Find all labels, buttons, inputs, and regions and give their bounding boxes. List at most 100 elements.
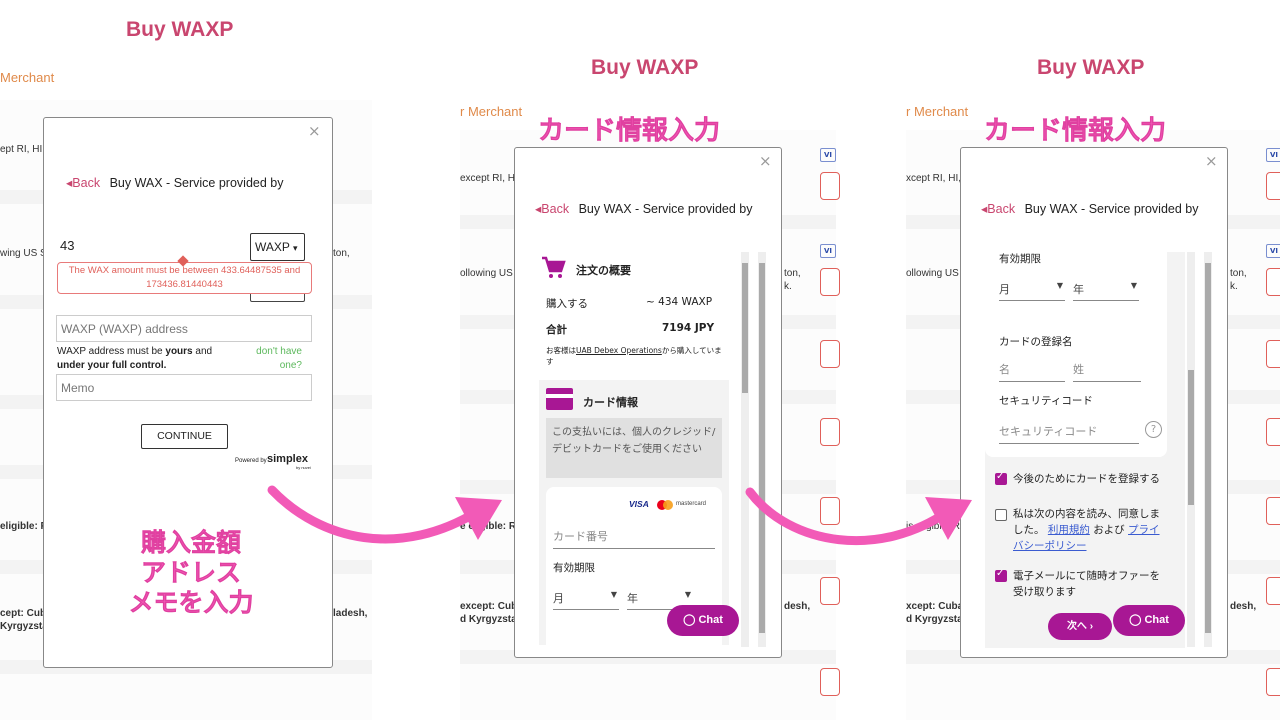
card-number-input[interactable]: カード番号 — [553, 528, 715, 549]
chat-button[interactable]: ◯ Chat — [667, 605, 739, 636]
buy-modal: × ◂Back Buy WAX - Service provided by 有効… — [960, 147, 1228, 658]
chat-icon: ◯ — [1129, 614, 1145, 626]
bg-text: ollowing US S — [906, 268, 960, 279]
continue-button[interactable]: CONTINUE — [141, 424, 228, 449]
merchant-label: r Merchant — [906, 104, 969, 119]
back-link[interactable]: ◂Back — [535, 202, 570, 216]
bg-text: eligible: Re — [0, 521, 44, 532]
bg-text: cept: Cuba, — [0, 608, 44, 619]
overlay-caption: 購入金額 アドレス メモを入力 — [128, 528, 254, 618]
bg-text: wing US S — [0, 248, 44, 259]
bg-text: d Kyrgyzstan — [460, 614, 514, 625]
terms-link[interactable]: 利用規約 — [1047, 524, 1090, 536]
merchant-note: お客様はUAB Debex Operationsから購入しています — [546, 346, 722, 366]
scroll-thumb-outer[interactable] — [759, 263, 765, 633]
card-title: カード情報 — [583, 396, 638, 409]
bg-text: ton, — [784, 268, 801, 279]
year-select[interactable]: 年▼ — [1073, 281, 1139, 301]
year-select[interactable]: 年▼ — [627, 590, 693, 610]
mastercard-icon — [657, 500, 673, 510]
modal-title: Buy WAX - Service provided by — [578, 202, 753, 216]
page-heading: Buy WAXP — [126, 18, 234, 41]
scroll-thumb[interactable] — [1188, 370, 1194, 505]
cart-icon — [540, 254, 566, 284]
close-icon[interactable]: × — [1205, 152, 1218, 170]
first-name-input[interactable]: 名 — [999, 361, 1065, 382]
bg-text: d Kyrgyzstan — [906, 614, 960, 625]
arrow-icon — [745, 487, 955, 546]
bg-text: Kyrgyzstan — [0, 621, 44, 632]
close-icon[interactable]: × — [759, 152, 772, 170]
bg-text: k. — [784, 281, 792, 292]
agree-checkbox[interactable] — [995, 509, 1007, 521]
dont-have-link[interactable]: don't have one? — [256, 346, 302, 371]
close-icon[interactable]: × — [308, 122, 321, 140]
save-card-label: 今後のためにカードを登録する — [1013, 473, 1160, 485]
arrow-head-icon — [925, 497, 972, 540]
bg-text: is eligible: Re — [906, 521, 960, 532]
card-desc: この支払いには、個人のクレジッド/デビットカードをご使用ください — [546, 418, 722, 478]
bg-text: xcept: Cuba, — [906, 601, 960, 612]
expiry-label: 有効期限 — [999, 253, 1041, 265]
buy-value: ~ 434 WAXP — [646, 296, 713, 308]
bg-text: ept RI, HI, a — [0, 144, 44, 155]
page-heading: Buy WAXP — [1037, 56, 1145, 79]
scroll-thumb-outer[interactable] — [1205, 263, 1211, 633]
debex-link[interactable]: UAB Debex Operations — [576, 346, 662, 355]
bg-text: desh, — [1230, 601, 1257, 612]
scrollbar[interactable] — [741, 252, 749, 647]
total-value: 7194 JPY — [662, 322, 715, 334]
chat-icon: ◯ — [683, 614, 699, 626]
security-label: セキュリティコード — [999, 395, 1093, 407]
buy-label: 購入する — [546, 298, 588, 310]
security-input[interactable]: セキュリティコード — [999, 423, 1139, 444]
email-offers-label: 電子メールにて随時オファーを受け取ります — [1013, 570, 1160, 598]
back-link[interactable]: ◂Back — [981, 202, 1016, 216]
step-caption: カード情報入力 — [538, 116, 721, 147]
scroll-thumb[interactable] — [742, 263, 748, 393]
arrow-head-icon — [455, 497, 502, 540]
address-input[interactable]: WAXP (WAXP) address — [56, 315, 312, 342]
summary-title: 注文の概要 — [576, 264, 631, 277]
buy-modal: × ◂Back Buy WAX - Service provided by 43… — [43, 117, 333, 668]
merchant-label: r Merchant — [460, 104, 523, 119]
bg-text: ladesh, — [333, 608, 368, 619]
month-select[interactable]: 月▼ — [999, 281, 1065, 301]
simplex-sub: by nuvei — [296, 465, 311, 470]
modal-title: Buy WAX - Service provided by — [109, 176, 284, 190]
month-select[interactable]: 月▼ — [553, 590, 619, 610]
expiry-label: 有効期限 — [553, 562, 595, 574]
merchant-label: Merchant — [0, 70, 55, 85]
card-form — [985, 252, 1167, 457]
bg-text: ton, — [333, 248, 350, 259]
agree-text: 私は次の内容を読み、同意しました。 利用規約 および プライバシーポリシー — [1013, 508, 1160, 552]
next-button[interactable]: 次へ › — [1048, 613, 1112, 640]
cardholder-label: カードの登録名 — [999, 336, 1073, 348]
bg-text: except RI, HI, a — [460, 173, 514, 184]
error-tooltip: The WAX amount must be between 433.64487… — [57, 262, 312, 294]
bg-text: xcept RI, HI, a — [906, 173, 960, 184]
chat-button[interactable]: ◯ Chat — [1113, 605, 1185, 636]
bg-text: e eligible: Re — [460, 521, 514, 532]
privacy-link[interactable]: プライバシーポリシー — [1013, 524, 1160, 552]
credit-card-icon — [546, 388, 573, 410]
bg-text: ollowing US S — [460, 268, 514, 279]
mastercard-label: mastercard — [676, 501, 707, 507]
total-label: 合計 — [546, 324, 567, 336]
last-name-input[interactable]: 姓 — [1073, 361, 1141, 382]
amount-input[interactable]: 43 — [60, 238, 250, 254]
currency-select[interactable]: WAXP ▾ — [250, 233, 305, 261]
visa-icon: VISA — [629, 499, 649, 509]
back-link[interactable]: ◂Back — [66, 176, 101, 190]
chevron-down-icon: ▾ — [293, 243, 298, 253]
save-card-checkbox[interactable] — [995, 471, 1007, 485]
help-icon[interactable]: ? — [1145, 421, 1162, 438]
simplex-logo: simplex — [267, 453, 308, 465]
email-offers-checkbox[interactable] — [995, 568, 1007, 582]
memo-input[interactable]: Memo — [56, 374, 312, 401]
bg-text: except: Cuba, — [460, 601, 514, 612]
modal-title: Buy WAX - Service provided by — [1024, 202, 1199, 216]
powered-by: Powered by — [235, 458, 267, 464]
